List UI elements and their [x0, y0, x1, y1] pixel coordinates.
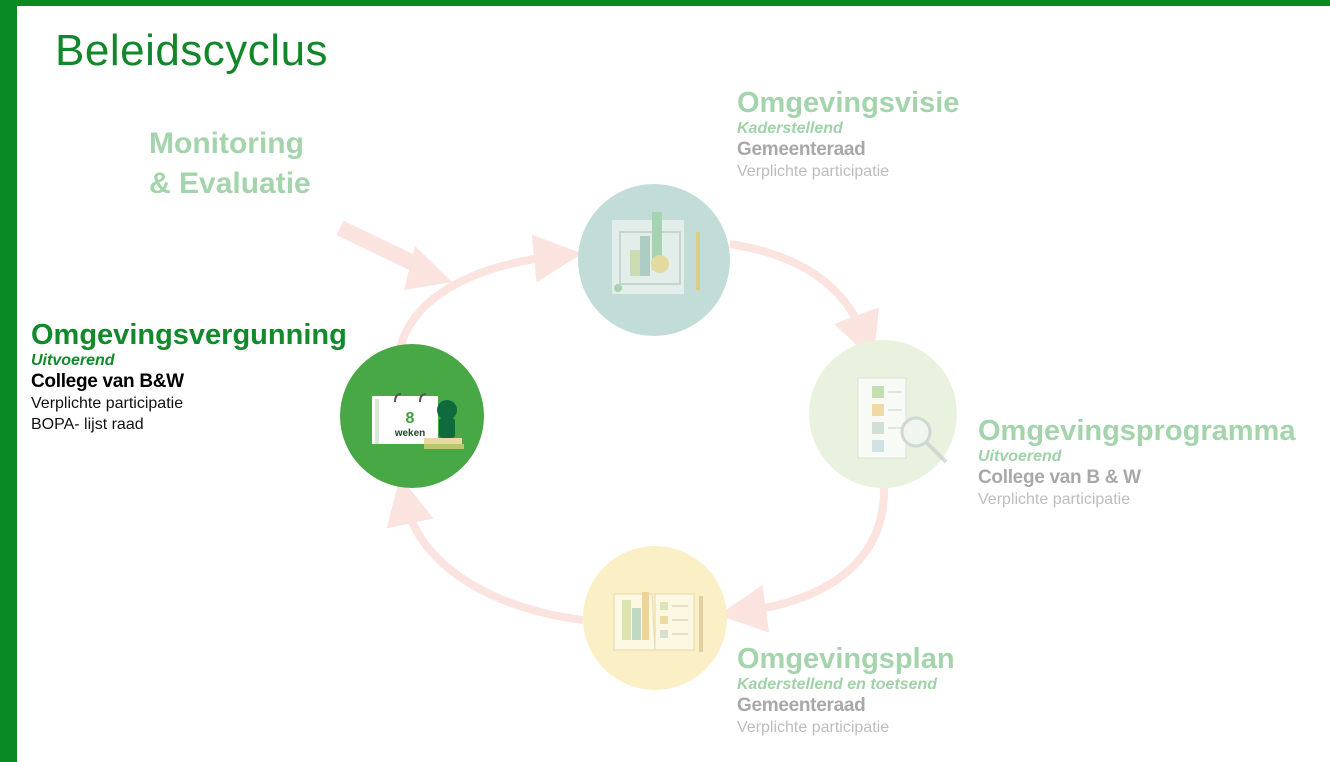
open-plan-book-icon — [613, 592, 703, 652]
stage-participation: Verplichte participatie — [737, 163, 890, 180]
stage-body: Gemeenteraad — [737, 139, 866, 160]
left-border — [0, 0, 17, 762]
arrow-vergunning-to-visie — [396, 234, 582, 351]
monitoring-line1: Monitoring — [149, 127, 304, 160]
vergunning-node: 8 weken — [340, 344, 484, 488]
visie-node — [578, 184, 730, 336]
stage-role: Kaderstellend en toetsend — [737, 676, 938, 693]
stage-role: Uitvoerend — [31, 352, 115, 369]
calendar-number: 8 — [406, 410, 415, 427]
stage-participation: Verplichte participatie — [737, 719, 890, 736]
stage-name: Omgevingsvergunning — [31, 319, 347, 351]
stage-participation: Verplichte participatie — [31, 395, 184, 412]
stage-role: Kaderstellend — [737, 120, 843, 137]
stage-vergunning: Omgevingsvergunning Uitvoerend College v… — [31, 318, 347, 435]
monitoring-label: Monitoring & Evaluatie — [149, 124, 311, 204]
stage-body: College van B&W — [31, 371, 184, 392]
stage-visie: Omgevingsvisie Kaderstellend Gemeenteraa… — [737, 86, 959, 182]
arrow-visie-to-programma — [729, 240, 879, 361]
stage-extra: BOPA- lijst raad — [31, 416, 144, 433]
arrow-programma-to-plan — [718, 487, 889, 633]
stage-name: Omgevingsvisie — [737, 87, 960, 119]
stage-name: Omgevingsplan — [737, 643, 955, 675]
arrow-plan-to-vergunning — [386, 476, 584, 624]
page-title: Beleidscyclus — [55, 26, 329, 75]
blueprint-icon — [612, 212, 700, 294]
programma-node — [809, 340, 957, 488]
stage-programma: Omgevingsprogramma Uitvoerend College va… — [978, 414, 1295, 510]
stage-body: College van B & W — [978, 467, 1141, 488]
top-border — [0, 0, 1330, 6]
calendar-stamp-icon: 8 weken — [372, 393, 464, 449]
stage-name: Omgevingsprogramma — [978, 415, 1296, 447]
stage-plan: Omgevingsplan Kaderstellend en toetsend … — [737, 642, 955, 738]
checklist-magnifier-icon — [857, 377, 948, 464]
plan-node — [583, 546, 727, 690]
monitoring-line2: & Evaluatie — [149, 167, 311, 200]
stage-body: Gemeenteraad — [737, 695, 866, 716]
stage-participation: Verplichte participatie — [978, 491, 1131, 508]
calendar-unit: weken — [394, 428, 426, 439]
stage-role: Uitvoerend — [978, 448, 1062, 465]
